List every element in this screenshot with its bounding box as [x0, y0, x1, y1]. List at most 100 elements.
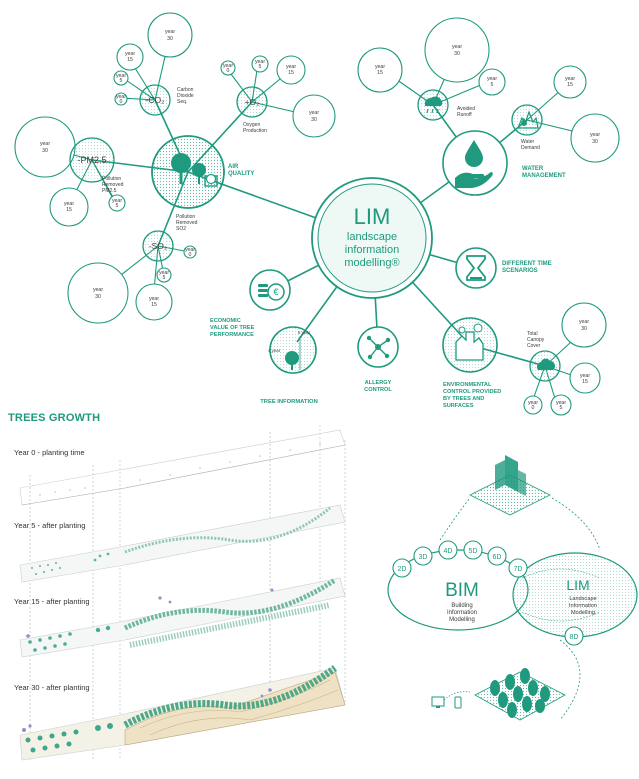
economic-label: VALUE OF TREE — [210, 325, 255, 331]
bim-caption: Building — [451, 603, 472, 609]
year-label: year — [375, 64, 385, 70]
air-quality-label: QUALITY — [228, 171, 254, 177]
year-value: 30 — [454, 51, 460, 57]
pm25-caption: Pollution — [102, 176, 121, 182]
cloud-rain-icon — [424, 96, 443, 106]
year-value: 15 — [567, 82, 573, 88]
year-value: 30 — [592, 139, 598, 145]
lim-hub: LIM landscape information modelling® — [311, 177, 433, 299]
lim-hub-subtitle: information — [345, 244, 399, 256]
pm25-node: -PM2.5 — [69, 137, 115, 183]
lim-hub-subtitle: landscape — [347, 231, 397, 243]
year-value: 5 — [116, 203, 119, 209]
bim-caption: Modelling — [449, 617, 475, 623]
small-tree-icon — [285, 351, 299, 365]
year-value: 5 — [120, 78, 123, 84]
water-label: MANAGEMENT — [522, 173, 566, 179]
co2-symbol: -CO₂ — [146, 95, 165, 105]
allergy-label: ALLERGY — [365, 380, 392, 386]
environment-label: CONTROL PROVIDED — [443, 389, 501, 395]
year-label: year — [93, 287, 103, 293]
lim-ellipse — [512, 552, 638, 638]
lim-small-caption: Modelling — [571, 610, 595, 616]
air-quality-label: AIR — [228, 164, 239, 170]
year-label: year — [309, 110, 319, 116]
year-label: year — [64, 201, 74, 207]
layer-year5 — [19, 504, 346, 583]
dimension-label: 4D — [444, 548, 453, 555]
device-icons — [431, 691, 471, 709]
lim-small-caption: Landscape — [569, 596, 596, 602]
year-label: year — [149, 296, 159, 302]
bim-title: BIM — [445, 580, 479, 601]
time-scenarios-node — [455, 247, 497, 289]
year-label: year — [580, 373, 590, 379]
water-drop-icon — [465, 140, 483, 167]
air-quality-node — [151, 135, 225, 209]
layer-year30 — [19, 665, 346, 761]
tree-year-a: 6 year — [298, 330, 311, 335]
lim-hub-subtitle: modelling® — [344, 257, 399, 269]
tree-information-label: TREE INFORMATION — [260, 399, 318, 405]
year-value: 15 — [127, 57, 133, 63]
pm25-caption: Removed — [102, 182, 124, 188]
dimension-label: 6D — [493, 554, 502, 561]
year-label: year — [286, 64, 296, 70]
dimension-4d — [438, 540, 458, 560]
dimension-label: 7D — [514, 566, 523, 573]
o2-node: +O₂ — [236, 86, 268, 118]
year-value: 0 — [189, 252, 192, 258]
canopy-icon — [536, 358, 555, 370]
year-label: year — [579, 319, 589, 325]
year-value: 5 — [259, 64, 262, 70]
runoff-caption: Runoff — [457, 112, 472, 118]
dimension-8d — [564, 626, 584, 646]
economic-label: PERFORMANCE — [210, 332, 254, 338]
so2-caption: Removed — [176, 220, 198, 226]
water-demand-caption: Demand — [521, 145, 540, 151]
environment-label: ENVIRONMENTAL — [443, 382, 492, 388]
plants-icon — [517, 110, 539, 129]
year-value: 15 — [377, 70, 383, 76]
co2-caption: Dioxide — [177, 93, 194, 99]
hourglass-icon — [466, 255, 486, 281]
environment-label: BY TREES AND — [443, 396, 484, 402]
layer-label-year0: Year 0 - planting time — [14, 448, 85, 457]
dimension-5d — [463, 540, 483, 560]
tree-icon — [171, 153, 218, 187]
lim-hub-title: LIM — [354, 204, 391, 229]
so2-caption: SO2 — [176, 226, 186, 232]
year-value: 15 — [288, 70, 294, 76]
year0-dots — [39, 443, 321, 496]
year-label: year — [452, 44, 462, 50]
economic-label: ECONOMIC — [210, 318, 241, 324]
layer-year15 — [19, 577, 346, 658]
year-value: 0 — [227, 68, 230, 74]
dimension-3d — [413, 546, 433, 566]
factory-icon — [455, 331, 484, 361]
lim-small-title: LIM — [566, 577, 589, 593]
water-management-node — [442, 130, 508, 196]
canopy-caption: Cover — [527, 343, 541, 349]
tree-information-node: 6 year 4 year — [268, 326, 317, 374]
runoff-node — [417, 89, 449, 121]
runoff-caption: Avoided — [457, 106, 475, 112]
year-value: 0 — [532, 405, 535, 411]
so2-node: -SO₂ — [142, 230, 174, 262]
year-label: year — [255, 59, 265, 65]
water-demand-node — [511, 104, 543, 136]
dimension-label: 8D — [570, 634, 579, 641]
canopy-node — [529, 350, 561, 382]
economic-node: € — [249, 269, 291, 311]
year-label: year — [590, 132, 600, 138]
year-value: 5 — [491, 82, 494, 88]
dimension-label: 3D — [419, 554, 428, 561]
canopy-caption: Canopy — [527, 337, 545, 343]
year-label: year — [116, 94, 126, 100]
year-value: 30 — [95, 294, 101, 300]
year-value: 15 — [151, 302, 157, 308]
water-demand-caption: Water — [521, 139, 534, 145]
euro-coin-icon — [267, 283, 285, 301]
